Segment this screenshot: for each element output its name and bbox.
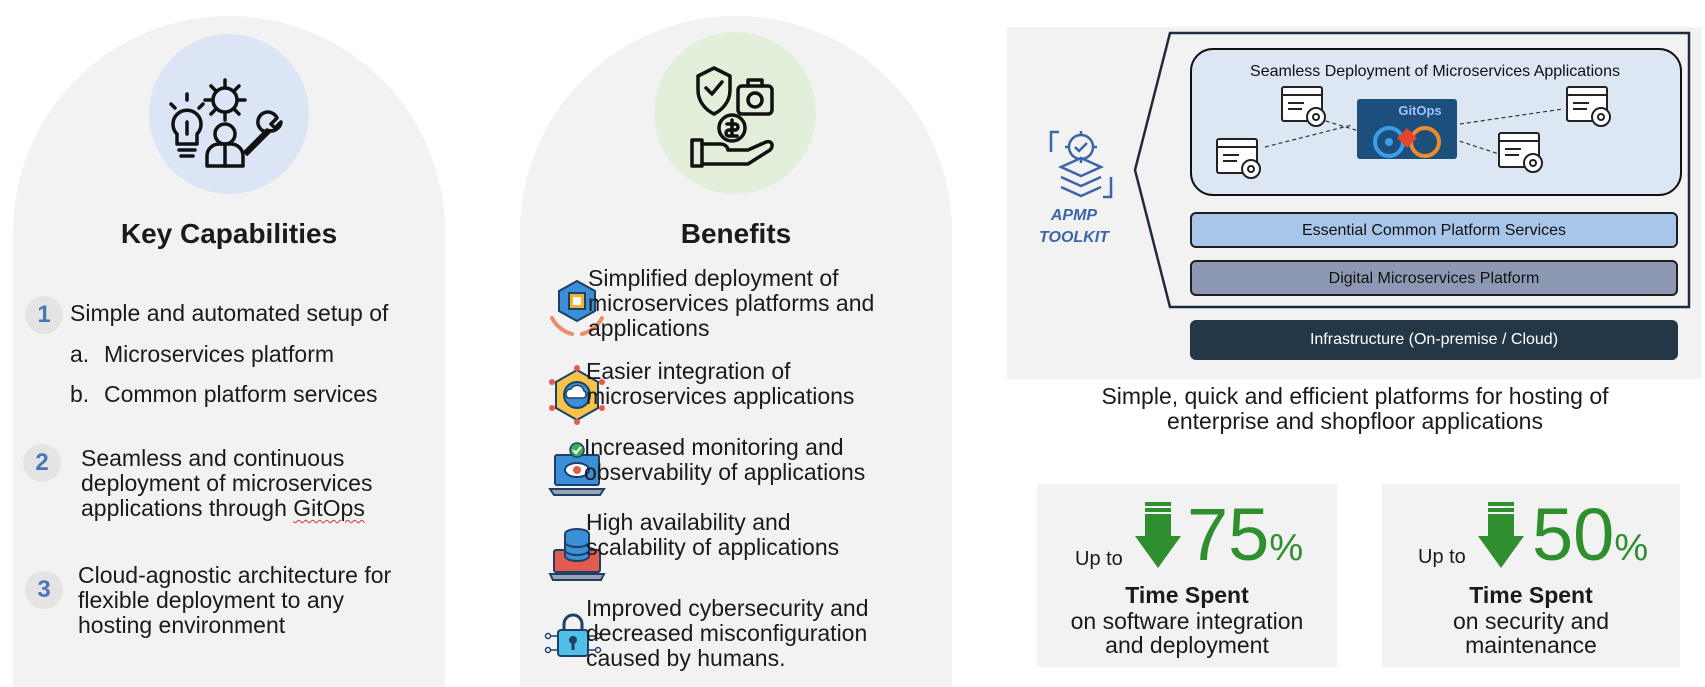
benefit-3-text: Increased monitoring and observability o… bbox=[584, 434, 866, 485]
stat-1-description: on software integration and deployment bbox=[1070, 608, 1304, 658]
toolkit-layers-icon bbox=[1049, 130, 1113, 199]
apmp-toolkit-label: APMP TOOLKIT bbox=[1039, 207, 1109, 246]
capability-number-3: 3 bbox=[25, 571, 63, 609]
platform-caption: Simple, quick and efficient platforms fo… bbox=[1101, 383, 1609, 434]
benefits-title: Benefits bbox=[680, 218, 792, 249]
capability-2-text: Seamless and continuous deployment of mi… bbox=[81, 445, 373, 521]
stat-2-description: on security and maintenance bbox=[1453, 608, 1609, 658]
benefits-panel: Benefits Simplified deployment of micros… bbox=[520, 16, 952, 687]
benefit-1-text: Simplified deployment of microservices p… bbox=[588, 265, 875, 341]
essential-services-layer: Essential Common Platform Services bbox=[1190, 212, 1678, 248]
key-capabilities-title: Key Capabilities bbox=[120, 218, 338, 249]
benefit-2-text: Easier integration of microservices appl… bbox=[586, 358, 855, 409]
lightbulb-person-gear-icon bbox=[169, 78, 283, 168]
benefit-5-text: Improved cybersecurity and decreased mis… bbox=[586, 595, 869, 671]
down-arrow-icon bbox=[1478, 502, 1524, 568]
benefit-4-text: High availability and scalability of app… bbox=[586, 509, 840, 560]
server-laptop-icon bbox=[548, 528, 606, 581]
stat-2-value: 50% bbox=[1532, 493, 1649, 576]
infrastructure-layer: Infrastructure (On-premise / Cloud) bbox=[1190, 320, 1678, 360]
digital-platform-layer: Digital Microservices Platform bbox=[1190, 260, 1678, 296]
chip-hands-icon bbox=[550, 279, 604, 336]
down-arrow-icon bbox=[1135, 502, 1181, 568]
capability-3-text: Cloud-agnostic architecture for flexible… bbox=[78, 562, 392, 638]
stat-card-integration: Up to 75% Time Spent on software integra… bbox=[1037, 484, 1337, 667]
stat-1-value: 75% bbox=[1187, 493, 1304, 576]
stat-1-prefix: Up to bbox=[1075, 548, 1123, 570]
capability-1-text: Simple and automated setup of bbox=[70, 300, 389, 326]
hand-shield-money-icon bbox=[690, 66, 774, 168]
lock-circuit-icon bbox=[544, 613, 602, 657]
stat-card-security: Up to 50% Time Spent on security and mai… bbox=[1382, 484, 1680, 667]
capability-number-1: 1 bbox=[25, 296, 63, 334]
gitops-label: GitOps bbox=[1398, 103, 1442, 118]
key-capabilities-panel: Key Capabilities 1 Simple and automated … bbox=[13, 16, 445, 687]
capability-1-sub-a: a.Microservices platform bbox=[70, 341, 335, 367]
deployment-links bbox=[1264, 108, 1564, 156]
gitops-logo-icon bbox=[1357, 99, 1457, 159]
stat-2-prefix: Up to bbox=[1418, 546, 1466, 568]
deployment-title: Seamless Deployment of Microservices App… bbox=[1250, 63, 1620, 80]
cloud-network-icon bbox=[549, 365, 605, 425]
stat-2-title: Time Spent bbox=[1469, 582, 1593, 608]
benefits-icon-circle bbox=[654, 32, 816, 194]
server-gear-icons bbox=[1216, 86, 1611, 179]
capability-number-2: 2 bbox=[23, 444, 61, 482]
laptop-eye-icon bbox=[548, 442, 606, 496]
capabilities-icon-circle bbox=[149, 34, 309, 194]
capability-1-sub-b: b.Common platform services bbox=[70, 381, 378, 407]
stat-1-title: Time Spent bbox=[1125, 582, 1249, 608]
